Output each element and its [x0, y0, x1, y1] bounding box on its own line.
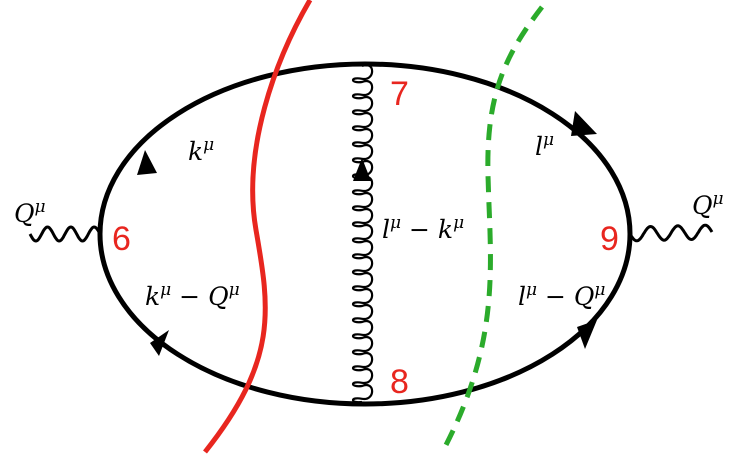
- vertex-label-6: 6: [112, 220, 131, 258]
- vertex-label-7: 7: [390, 75, 409, 113]
- arrow-upper-right: [571, 111, 597, 136]
- arrow-lower-right: [577, 320, 597, 349]
- momentum-label-gluon: lμ − kμ: [382, 213, 464, 244]
- gluon-propagator: [351, 63, 374, 404]
- arrow-upper-left: [137, 150, 157, 175]
- arrow-gluon: [353, 158, 371, 181]
- arrow-lower-left: [150, 330, 169, 356]
- momentum-label-upper-right: lμ: [535, 130, 554, 161]
- photon-label-left: Qμ: [14, 197, 46, 228]
- vertex-label-9: 9: [600, 220, 619, 258]
- photon-left: [28, 225, 102, 243]
- photon-label-right: Qμ: [692, 189, 724, 220]
- dashed-cut-line: [443, 5, 544, 447]
- vertex-label-8: 8: [390, 363, 409, 401]
- momentum-label-lower-right: lμ − Qμ: [518, 280, 605, 311]
- momentum-label-upper-left: kμ: [188, 135, 214, 166]
- momentum-label-lower-left: kμ − Qμ: [145, 280, 240, 311]
- photon-right: [628, 223, 714, 243]
- solid-cut-line: [203, 0, 313, 454]
